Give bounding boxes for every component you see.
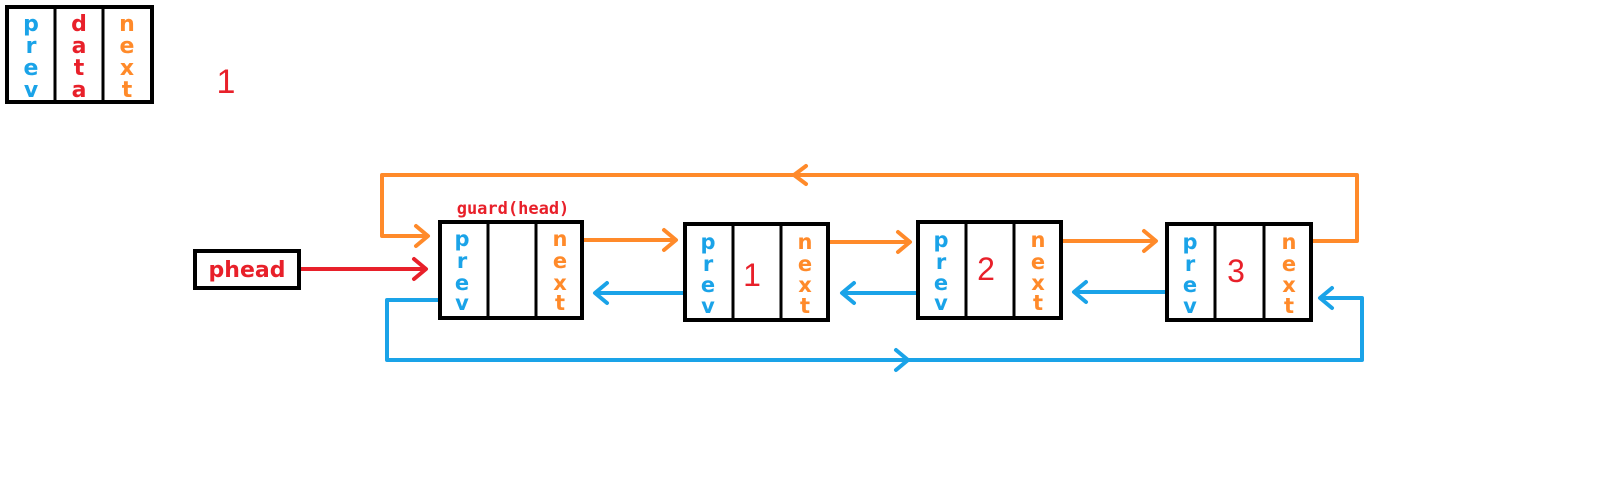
guard-next-field: n e x t: [553, 227, 568, 315]
legend-node-box: [5, 5, 154, 104]
node-3-data-value: 3: [1227, 253, 1245, 289]
node-1-box: [683, 222, 830, 322]
next-letter: e: [1031, 250, 1045, 274]
guard-label: guard(head): [457, 199, 570, 219]
next-arrow-guard-to-1: [572, 228, 678, 252]
prev-letter: r: [703, 252, 714, 276]
prev-letter: v: [934, 291, 948, 315]
guard-prev-field: p r e v: [454, 227, 469, 315]
legend-prev-letter: p: [23, 12, 39, 37]
legend-prev-letter: r: [26, 34, 37, 59]
legend-data-letter: a: [72, 78, 87, 103]
next-letter: n: [1282, 230, 1297, 254]
legend-next-letter: t: [122, 78, 133, 103]
node-3-prev-field: p r e v: [1182, 230, 1197, 318]
phead-box: [193, 249, 301, 290]
next-letter: n: [553, 227, 568, 251]
legend-data-letter: a: [72, 34, 87, 59]
node-1-data-value: 1: [743, 257, 761, 293]
prev-letter: r: [1185, 252, 1196, 276]
legend-data-letter: d: [71, 12, 87, 37]
node-2-box: [916, 220, 1063, 320]
next-letter: n: [1031, 228, 1046, 252]
prev-letter: e: [1183, 273, 1197, 297]
guard-node: p r e v n e x t: [438, 220, 584, 320]
prev-letter: p: [700, 230, 715, 254]
next-letter: t: [1284, 294, 1294, 318]
legend-next-letter: x: [120, 56, 134, 81]
wrap-prev-arrow: [385, 286, 1364, 372]
next-arrow-1-to-2: [816, 230, 912, 254]
prev-letter: p: [454, 227, 469, 251]
legend-next-letter: n: [119, 12, 135, 37]
node-3-box: [1165, 222, 1313, 322]
prev-letter: v: [455, 291, 469, 315]
prev-letter: v: [1183, 294, 1197, 318]
node-2: p r e v 2 n e x t: [916, 220, 1063, 320]
next-arrow-2-to-3: [1055, 229, 1158, 253]
next-letter: n: [798, 230, 813, 254]
legend-node: p r e v d a t a n e x t: [5, 5, 154, 104]
prev-letter: p: [933, 228, 948, 252]
legend-prev-letter: v: [24, 78, 39, 103]
legend-side-number: 1: [217, 63, 236, 101]
node-3-next-field: n e x t: [1282, 230, 1297, 318]
prev-letter: e: [934, 271, 948, 295]
next-letter: x: [798, 273, 812, 297]
node-1-next-field: n e x t: [798, 230, 813, 318]
legend-data-field: d a t a: [71, 12, 87, 103]
node-1-prev-field: p r e v: [700, 230, 715, 318]
next-letter: t: [555, 291, 565, 315]
next-letter: e: [553, 249, 567, 273]
node-1: p r e v 1 n e x t: [683, 222, 830, 322]
legend-prev-letter: e: [24, 56, 39, 81]
next-letter: e: [1282, 252, 1296, 276]
phead-pointer: phead: [193, 249, 301, 290]
node-2-prev-field: p r e v: [933, 228, 948, 315]
prev-letter: p: [1182, 230, 1197, 254]
wrap-next-arrow: [380, 164, 1359, 248]
prev-letter: v: [701, 294, 715, 318]
prev-arrow-3-to-2: [1072, 280, 1180, 304]
next-letter: x: [1282, 273, 1296, 297]
legend-prev-field: p r e v: [23, 12, 39, 103]
prev-letter: r: [457, 249, 468, 273]
legend-data-letter: t: [74, 56, 85, 81]
next-letter: t: [1033, 291, 1043, 315]
next-letter: e: [798, 252, 812, 276]
prev-letter: r: [936, 250, 947, 274]
node-2-data-value: 2: [977, 251, 995, 287]
next-letter: x: [553, 271, 567, 295]
legend-next-letter: e: [120, 34, 135, 59]
prev-arrow-2-to-1: [840, 281, 931, 305]
legend-next-field: n e x t: [119, 12, 135, 103]
phead-label: phead: [209, 258, 286, 283]
next-letter: x: [1031, 271, 1045, 295]
next-letter: t: [800, 294, 810, 318]
node-2-next-field: n e x t: [1031, 228, 1046, 315]
node-3: p r e v 3 n e x t: [1165, 222, 1313, 322]
guard-node-box: [438, 220, 584, 320]
phead-arrow: [297, 257, 428, 281]
prev-letter: e: [701, 273, 715, 297]
prev-letter: e: [455, 271, 469, 295]
prev-arrow-1-to-guard: [593, 281, 697, 305]
